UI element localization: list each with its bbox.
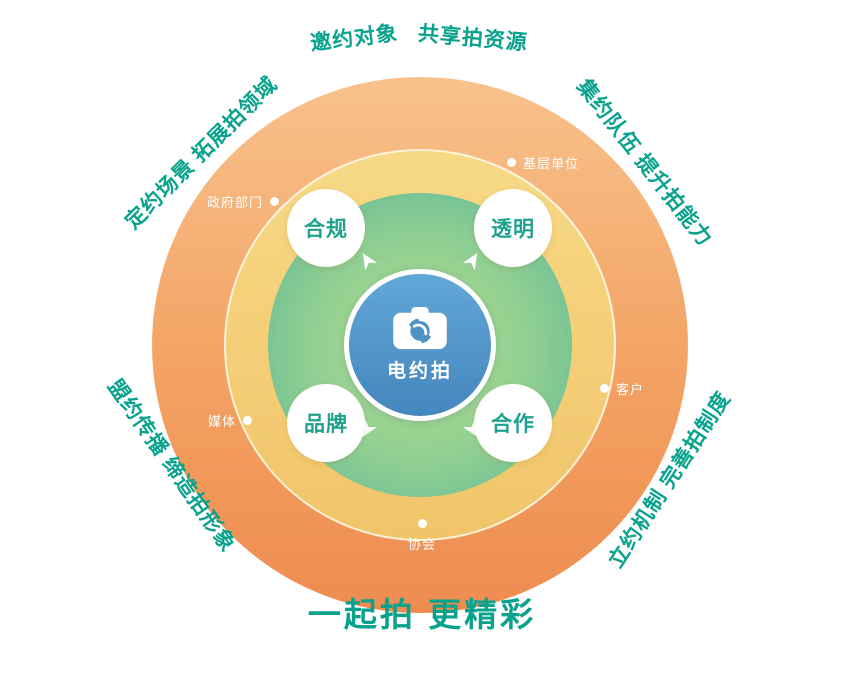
outer-text-top-second: 共享拍资源 [417, 22, 529, 55]
satellite-transparency-label: 透明 [491, 218, 535, 241]
ring-label-association-text: 协会 [407, 537, 436, 552]
satellite-brand: 品牌 [287, 384, 365, 462]
ring-label-association: 协会 [394, 519, 450, 553]
satellite-brand-label: 品牌 [304, 413, 348, 436]
dot-icon [507, 158, 516, 167]
ring-label-media: 媒体 [208, 411, 253, 430]
ring-label-government-text: 政府部门 [207, 195, 264, 210]
ring-label-government: 政府部门 [207, 192, 280, 211]
camera-swirl-icon [393, 307, 447, 350]
outer-text-top-first: 邀约对象 [309, 21, 400, 56]
satellite-cooperation: 合作 [474, 384, 552, 462]
satellite-cooperation-label: 合作 [491, 413, 535, 436]
dot-icon [600, 384, 609, 393]
satellite-transparency: 透明 [474, 189, 552, 267]
satellite-compliance: 合规 [287, 189, 365, 267]
satellite-compliance-label: 合规 [304, 218, 348, 241]
dot-icon [417, 519, 427, 528]
outer-text-top: 邀约对象 共享拍资源 [309, 22, 529, 56]
ring-label-customer: 客户 [600, 379, 644, 398]
center-hub-title: 电约拍 [386, 361, 453, 382]
ring-label-grassroots-text: 基层单位 [523, 156, 580, 171]
center-hub: 电约拍 [344, 269, 496, 421]
ring-label-customer-text: 客户 [616, 382, 645, 397]
ring-label-grassroots-unit: 基层单位 [507, 153, 579, 172]
dot-icon [243, 416, 253, 425]
bottom-slogan: 一起拍 更精彩 [307, 596, 537, 633]
dot-icon [270, 197, 280, 206]
ring-label-media-text: 媒体 [208, 414, 237, 429]
